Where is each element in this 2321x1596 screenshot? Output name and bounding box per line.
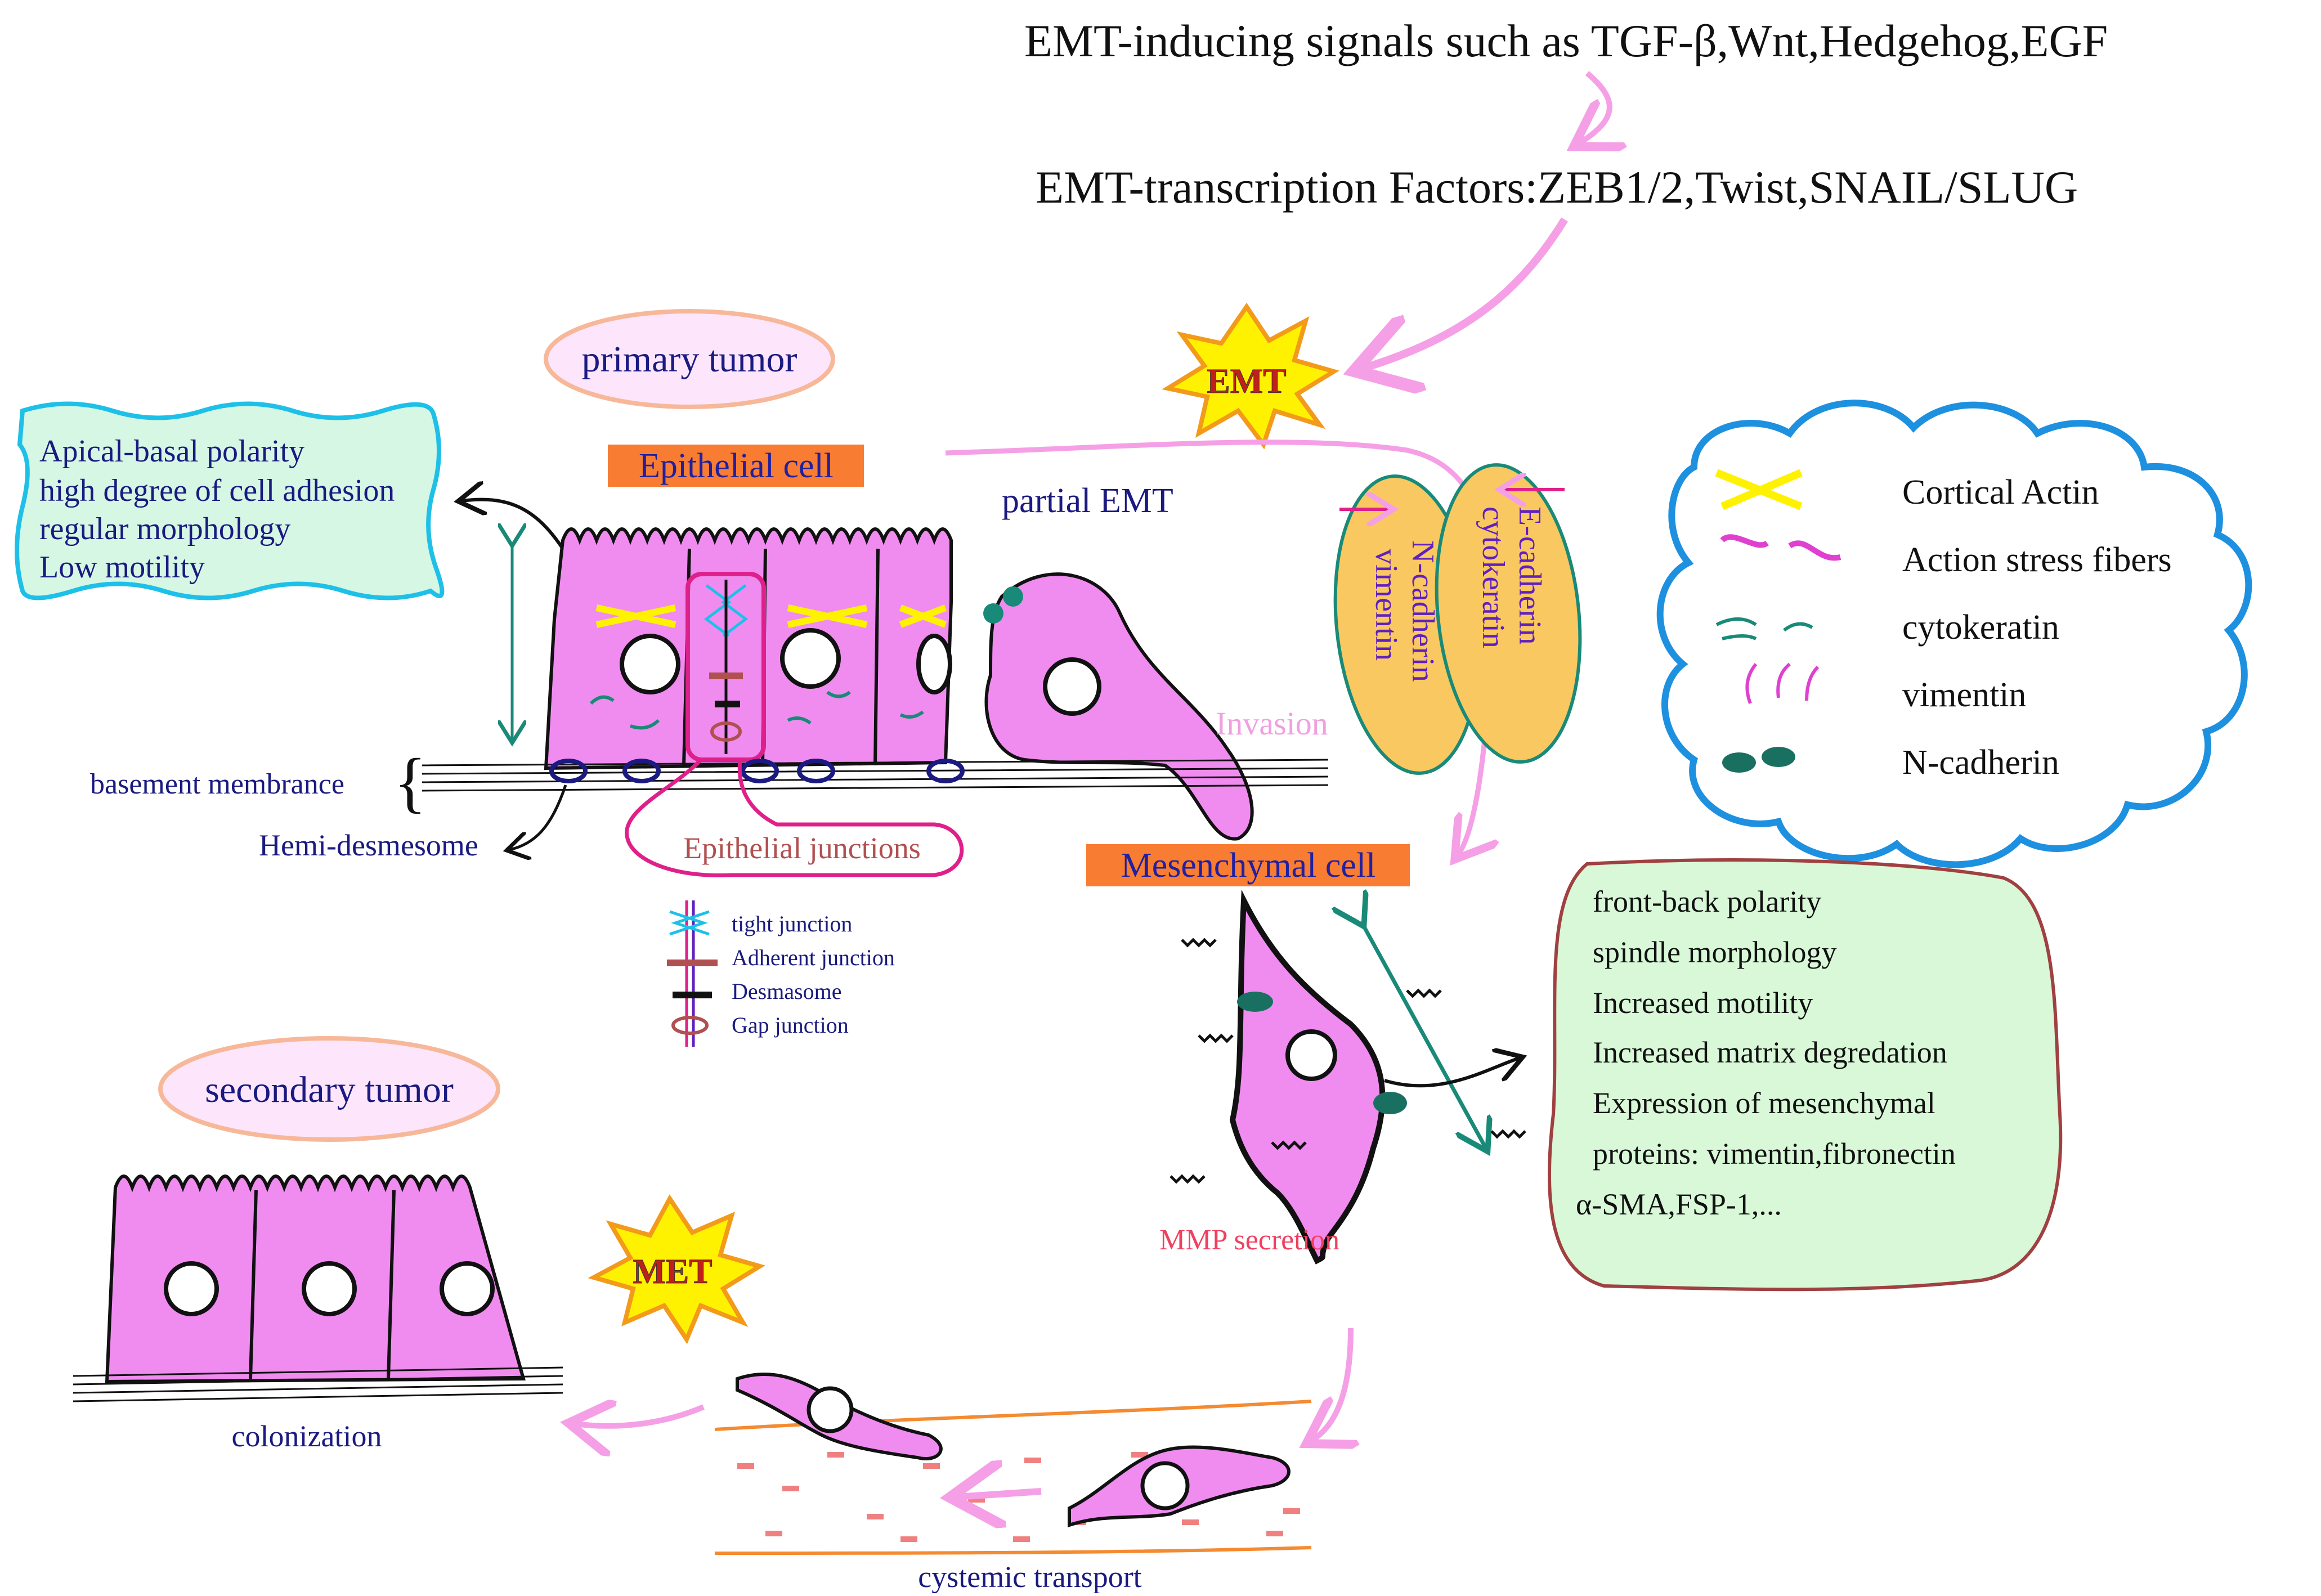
colonization-label: colonization [232, 1419, 382, 1453]
secondary-tumor-oval [158, 1036, 500, 1142]
cadherin-switch: N-cadherin vimentin E-cadherin cytokerat… [1333, 463, 1582, 775]
partial-emt-curve [945, 440, 1493, 855]
mesenchymal-trait-4: Expression of mesenchymal [1593, 1086, 1935, 1120]
legend-gap-junction: Gap junction [732, 1012, 849, 1038]
trait-motility: Low motility [39, 550, 205, 585]
right-oval [1435, 463, 1582, 764]
cloud-stress-fibers: Action stress fibers [1902, 541, 2172, 579]
oval-n-cadherin: N-cadherin [1405, 540, 1440, 682]
mesenchymal-polarity-arrow [1362, 923, 1486, 1148]
mmp-secretion-label: MMP secretion [1159, 1224, 1339, 1256]
oval-cytokeratin: cytokeratin [1476, 506, 1511, 648]
epithelial-traits-box [15, 401, 445, 600]
emt-transcription-factors: EMT-transcription Factors:ZEB1/2,Twist,S… [1036, 162, 2078, 213]
systemic-transport-label: cystemic transport [918, 1560, 1141, 1593]
vessel-flow-arrow [957, 1491, 1042, 1497]
mesenchymal-trait-2: Increased motility [1593, 986, 1813, 1020]
vessel-lower-wall [714, 1546, 1312, 1555]
primary-tumor-label: primary tumor [581, 339, 797, 380]
legend-adherent-junction: Adherent junction [732, 945, 895, 970]
mesenchymal-trait-6: α-SMA,FSP-1,... [1576, 1187, 1782, 1221]
epithelial-cells-outline [544, 527, 953, 770]
hemidesmosomes [549, 759, 965, 783]
invading-cell [984, 572, 1254, 841]
trait-adhesion: high degree of cell adhesion [39, 473, 395, 508]
basement-membrane-lines [422, 759, 1329, 792]
oval-e-cadherin: E-cadherin [1512, 506, 1547, 645]
cortical-actin-glyph [1715, 469, 1803, 510]
mesenchymal-trait-5: proteins: vimentin,fibronectin [1593, 1137, 1956, 1171]
oval-vimentin: vimentin [1369, 549, 1404, 661]
traits-pointer-arrow [461, 500, 564, 550]
emt-burst: EMT [1162, 302, 1339, 450]
signal-arrow-1 [1579, 71, 1610, 144]
to-vessel-arrow [1311, 1328, 1351, 1441]
to-colonization-arrow [574, 1407, 705, 1426]
mesenchymal-trait-1: spindle morphology [1593, 935, 1836, 969]
secondary-tissue [73, 1174, 563, 1402]
signal-arrow-2 [1362, 217, 1568, 369]
junction-legend-glyphs [667, 900, 718, 1047]
met-burst-shape [588, 1194, 765, 1344]
trait-regular: regular morphology [39, 512, 290, 546]
legend-tight-junction: tight junction [732, 911, 852, 936]
legend-desmosome: Desmasome [732, 979, 842, 1004]
vimentin-glyph [1745, 662, 1820, 705]
cytokeratin-glyph [1715, 617, 1813, 640]
secondary-tumor-label: secondary tumor [205, 1069, 454, 1110]
mesenchymal-trait-3: Increased matrix degredation [1593, 1035, 1947, 1069]
emt-burst-label: EMT [1207, 362, 1286, 401]
epithelial-tissue [544, 527, 953, 770]
brace: { [394, 745, 427, 819]
mesenchymal-cell-box [1086, 844, 1410, 886]
epithelial-junctions-callout [625, 758, 964, 878]
mesenchymal-cell-label: Mesenchymal cell [1121, 846, 1376, 885]
partial-emt-label: partial EMT [1002, 482, 1173, 520]
stress-fibers-glyph [1720, 534, 1841, 561]
mesenchymal-traits-box [1547, 858, 2063, 1292]
basement-membrane-label: basement membrance [90, 768, 344, 800]
epithelial-cell-label: Epithelial cell [639, 447, 834, 485]
cloud-n-cadherin: N-cadherin [1902, 743, 2059, 782]
primary-tumor-oval [544, 309, 835, 409]
cloud-cortical-actin: Cortical Actin [1902, 473, 2099, 512]
met-burst: MET [588, 1194, 765, 1344]
hemi-desmosome-label: Hemi-desmesome [259, 828, 478, 862]
mmp-squiggles [1170, 938, 1526, 1184]
emt-inducing-signals: EMT-inducing signals such as TGF-β,Wnt,H… [1024, 15, 2108, 66]
mesenchymal-trait-0: front-back polarity [1593, 885, 1821, 918]
hemi-pointer-arrow [509, 784, 567, 850]
trait-apical: Apical-basal polarity [39, 434, 304, 469]
n-cadherin-glyph [1722, 747, 1795, 773]
cloud-vimentin: vimentin [1902, 676, 2026, 714]
met-burst-label: MET [633, 1253, 712, 1291]
epithelial-cell-box [608, 445, 864, 487]
invasion-label: Invasion [1216, 705, 1328, 742]
epithelial-junctions-label: Epithelial junctions [683, 831, 920, 865]
cloud-legend-shape [1656, 400, 2252, 868]
mesenchymal-traits-arrow [1384, 1058, 1520, 1088]
cloud-cytokeratin: cytokeratin [1902, 608, 2059, 647]
vessel-upper-wall [714, 1400, 1312, 1431]
epithelial-junction-highlight [685, 572, 766, 762]
